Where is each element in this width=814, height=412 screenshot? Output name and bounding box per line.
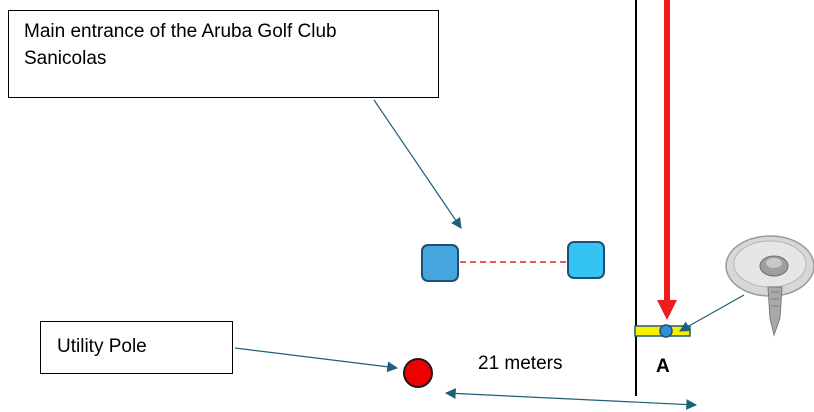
- entrance-pointer-arrow: [373, 99, 462, 229]
- gate-post-right: [567, 241, 605, 279]
- gate-post-left: [421, 244, 459, 282]
- utility-pole-callout: Utility Pole: [40, 321, 233, 374]
- point-a-label: A: [656, 356, 670, 377]
- nail-pointer-arrow: [679, 294, 745, 332]
- survey-point-dot: [659, 324, 673, 338]
- distance-label: 21 meters: [478, 353, 563, 374]
- utility-pole-icon: [403, 358, 433, 388]
- pole-pointer-arrow: [234, 347, 399, 373]
- survey-nail-icon: [725, 235, 814, 337]
- entrance-callout: Main entrance of the Aruba Golf Club San…: [8, 10, 439, 98]
- utility-pole-callout-text: Utility Pole: [57, 336, 147, 357]
- red-down-arrow: [657, 0, 677, 320]
- entrance-callout-text: Main entrance of the Aruba Golf Club San…: [24, 21, 337, 69]
- distance-arrow: [444, 388, 698, 410]
